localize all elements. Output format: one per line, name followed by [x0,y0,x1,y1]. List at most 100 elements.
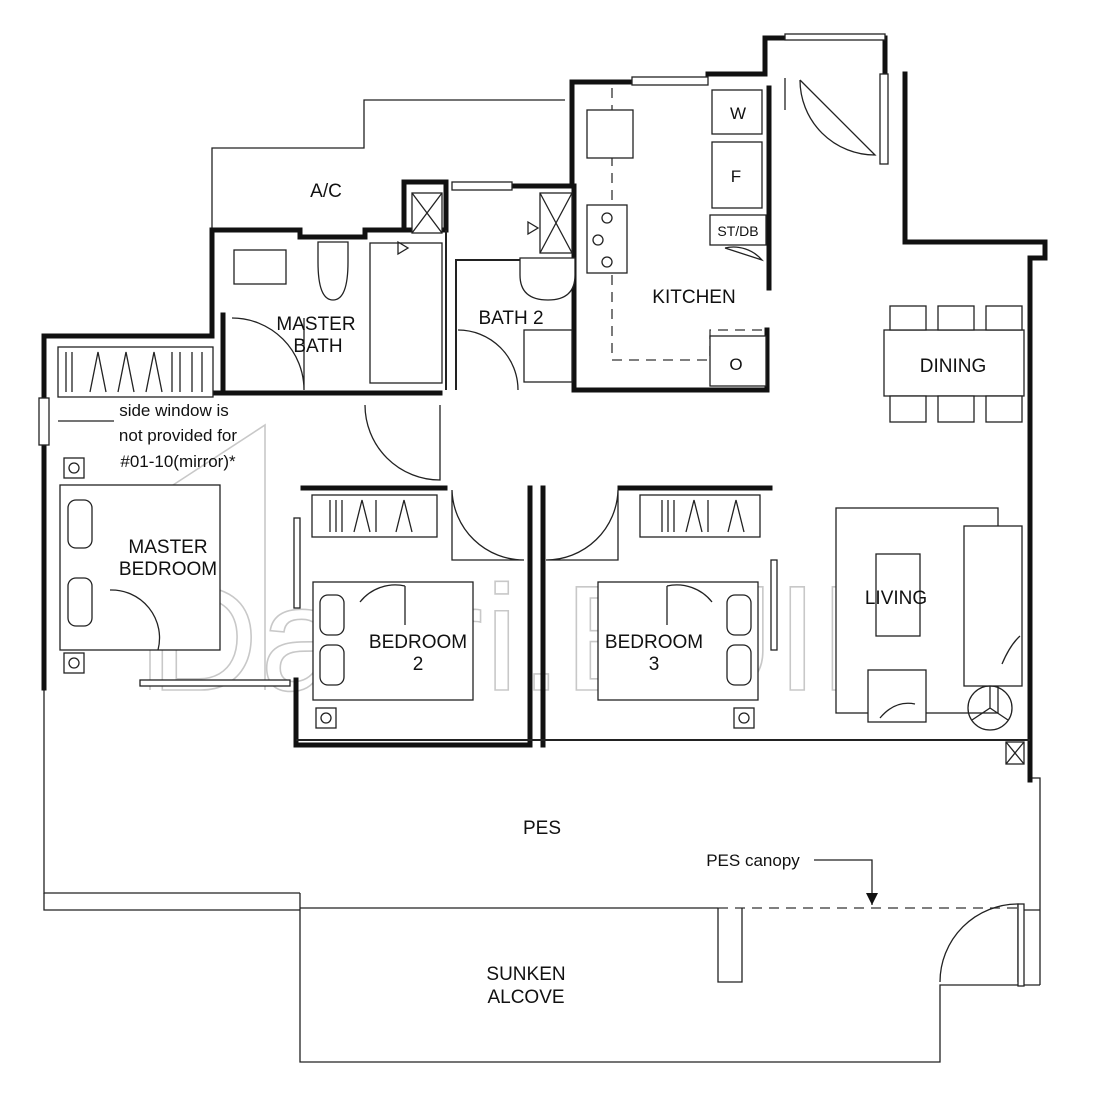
label-sunken-1: SUNKEN [486,964,565,985]
label-sunken-2: ALCOVE [487,987,564,1008]
sunken-alcove-outline [299,908,1040,1063]
dining-chair [985,305,1023,331]
planter-box [717,908,743,983]
door-master-bath [231,317,305,391]
dining-chair [937,305,975,331]
door-bedroom3 [545,489,619,561]
fan-icon [315,707,337,729]
fan-icon [63,652,85,674]
label-washer: W [730,104,746,123]
wardrobe-bedroom3 [639,494,761,538]
note-side-window-2: not provided for [119,426,237,445]
living-sofa [963,525,1023,687]
pes-canopy-leader [814,859,873,905]
door-bath2 [457,329,519,391]
fan-icons [63,457,755,729]
door-master-bedroom [364,404,441,481]
wardrobes [57,346,761,538]
window-kitchen-top [631,76,709,86]
hob-burner [601,212,613,224]
wardrobe-bedroom2-hangers [329,499,413,533]
fan-icon [733,707,755,729]
pillow-bedroom3-2 [726,644,752,686]
annotations: side window is not provided for #01-10(m… [119,401,800,870]
dining-set [883,305,1025,423]
bed-bedroom2-sheet [359,584,406,625]
window-master-bottom [139,679,291,687]
label-master-bath-2: BATH [293,336,342,357]
wall-top-run [41,35,788,401]
shaft-master-bath-x [411,192,443,234]
bed-bedroom3-sheet [666,584,713,625]
label-store: ST/DB [717,223,758,239]
living-plant-icon [879,635,1021,719]
windows [38,33,889,687]
toilet-master-bath [317,241,349,301]
toilet-bath2 [519,257,576,301]
wall-bath-bottom [212,312,443,396]
leaders [58,220,878,905]
wall-kitchen-bottom [571,183,770,393]
dining-table [883,329,1025,397]
kitchen-sink [586,109,634,159]
fan-icon-center [738,712,750,724]
door-main-entrance [784,78,877,156]
bed-master-sheet [109,589,161,651]
label-kitchen: KITCHEN [652,287,735,308]
sunken-alcove-left-edge [43,893,300,911]
fan-icon-center [68,462,80,474]
pes-canopy-arrow-icon [866,893,878,905]
wardrobe-master [57,346,214,398]
living-armchair [867,669,927,723]
door-marker-icon [397,240,410,256]
dining-chair [889,395,927,423]
oven-box [709,335,767,387]
window-ac [784,33,886,41]
label-dining: DINING [920,356,987,377]
door-kitchen-store [724,246,765,262]
note-side-window-3: #01-10(mirror)* [120,452,236,471]
label-bedroom2-1: BEDROOM [369,632,467,653]
window-bedroom2-side [293,517,301,609]
pes-right-edge [1022,777,1041,985]
door-marker-icon [527,220,540,236]
sink-bath2 [523,329,573,383]
ac-ledge-outline [211,99,565,230]
window-bath2-top [451,181,513,191]
label-master-bath-1: MASTER [276,314,355,335]
label-oven: O [729,355,742,374]
label-bedroom3-1: BEDROOM [605,632,703,653]
pillow-master-1 [67,499,93,549]
room-labels: A/C MASTER BATH BATH 2 KITCHEN DINING MA… [119,181,986,1008]
label-fridge: F [731,167,741,186]
label-pes: PES [523,818,561,839]
label-bedroom2-2: 2 [413,654,424,675]
door-pes-frame [1017,903,1025,987]
wardrobe-bedroom3-hangers [661,499,745,533]
outer-boundaries [43,99,1041,1063]
wall-bedroom2-left [293,677,533,748]
structural-walls [41,35,1048,783]
label-master-bedroom-2: BEDROOM [119,559,217,580]
wardrobe-master-hangers [65,351,203,393]
window-entry-right [879,73,889,165]
pillow-bedroom2-2 [319,644,345,686]
window-bedroom3-side [770,559,778,651]
pillow-bedroom2-1 [319,594,345,636]
dining-chair [937,395,975,423]
dining-chair [889,305,927,331]
fridge-box [711,141,763,209]
appliance-labels: W F ST/DB O [717,104,758,374]
living-set [835,507,1025,765]
kitchen-fixtures [586,88,767,387]
hob-burner [592,234,604,246]
dining-chair [985,395,1023,423]
doors [231,78,1025,987]
beds [59,484,759,701]
living-lamp-icon-lines [971,686,1009,721]
door-bedroom2 [451,489,525,561]
pillow-bedroom3-1 [726,594,752,636]
shaft-bath2-x [539,192,573,254]
wall-right-side [882,35,1048,783]
